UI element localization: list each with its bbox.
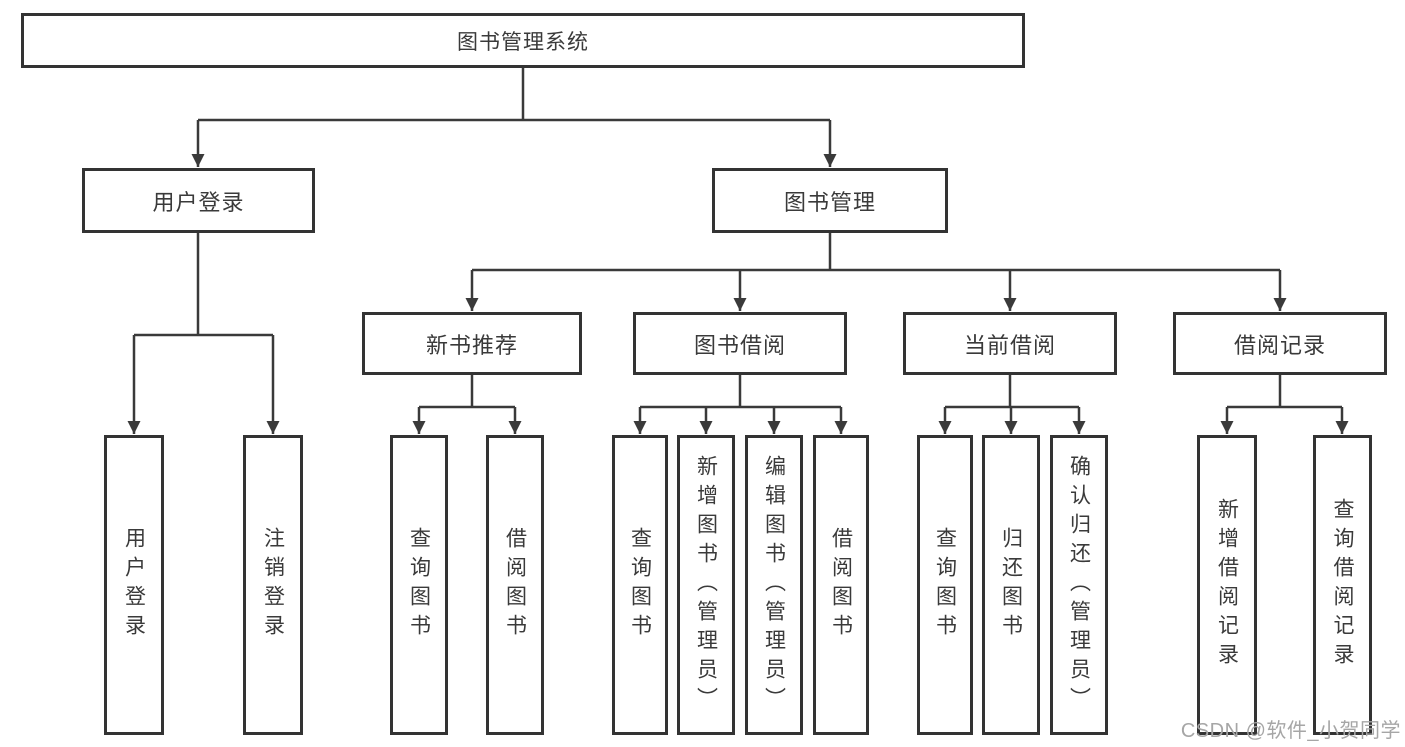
- leaf-logout-login-label: 注销登录: [261, 527, 285, 643]
- leaf-edit-book-admin: 编辑图书（管理员）: [745, 435, 803, 735]
- leaf-logout-login: 注销登录: [243, 435, 303, 735]
- leaf-query-borrow-record: 查询借阅记录: [1313, 435, 1372, 735]
- leaf-add-borrow-record-label: 新增借阅记录: [1215, 498, 1239, 672]
- node-current-borrow: 当前借阅: [903, 312, 1117, 375]
- node-borrow-record: 借阅记录: [1173, 312, 1387, 375]
- leaf-return-book-label: 归还图书: [999, 527, 1023, 643]
- leaf-add-book-admin-label: 新增图书（管理员）: [694, 454, 718, 716]
- leaf-query-borrow-record-label: 查询借阅记录: [1331, 498, 1354, 672]
- leaf-borrow-book-recommend: 借阅图书: [486, 435, 544, 735]
- node-new-book-recommend: 新书推荐: [362, 312, 582, 375]
- leaf-return-book: 归还图书: [982, 435, 1040, 735]
- leaf-edit-book-admin-label: 编辑图书（管理员）: [762, 454, 786, 716]
- leaf-borrow-book: 借阅图书: [813, 435, 869, 735]
- node-root: 图书管理系统: [21, 13, 1025, 68]
- leaf-user-login-label: 用户登录: [122, 527, 146, 643]
- leaf-user-login: 用户登录: [104, 435, 164, 735]
- leaf-query-book-borrow-label: 查询图书: [628, 527, 652, 643]
- leaf-add-book-admin: 新增图书（管理员）: [677, 435, 735, 735]
- leaf-borrow-book-label: 借阅图书: [829, 527, 853, 643]
- csdn-watermark: CSDN @软件_小贺同学: [1180, 720, 1401, 742]
- node-book-borrow: 图书借阅: [633, 312, 847, 375]
- leaf-borrow-book-recommend-label: 借阅图书: [503, 527, 527, 643]
- leaf-add-borrow-record: 新增借阅记录: [1197, 435, 1257, 735]
- leaf-query-book-current: 查询图书: [917, 435, 973, 735]
- leaf-confirm-return-admin-label: 确认归还（管理员）: [1067, 454, 1091, 716]
- leaf-query-book-recommend: 查询图书: [390, 435, 448, 735]
- leaf-query-book-borrow: 查询图书: [612, 435, 668, 735]
- leaf-query-book-recommend-label: 查询图书: [407, 527, 431, 643]
- node-book-management: 图书管理: [712, 168, 948, 233]
- leaf-confirm-return-admin: 确认归还（管理员）: [1050, 435, 1108, 735]
- leaf-query-book-current-label: 查询图书: [933, 527, 957, 643]
- node-user-login: 用户登录: [82, 168, 315, 233]
